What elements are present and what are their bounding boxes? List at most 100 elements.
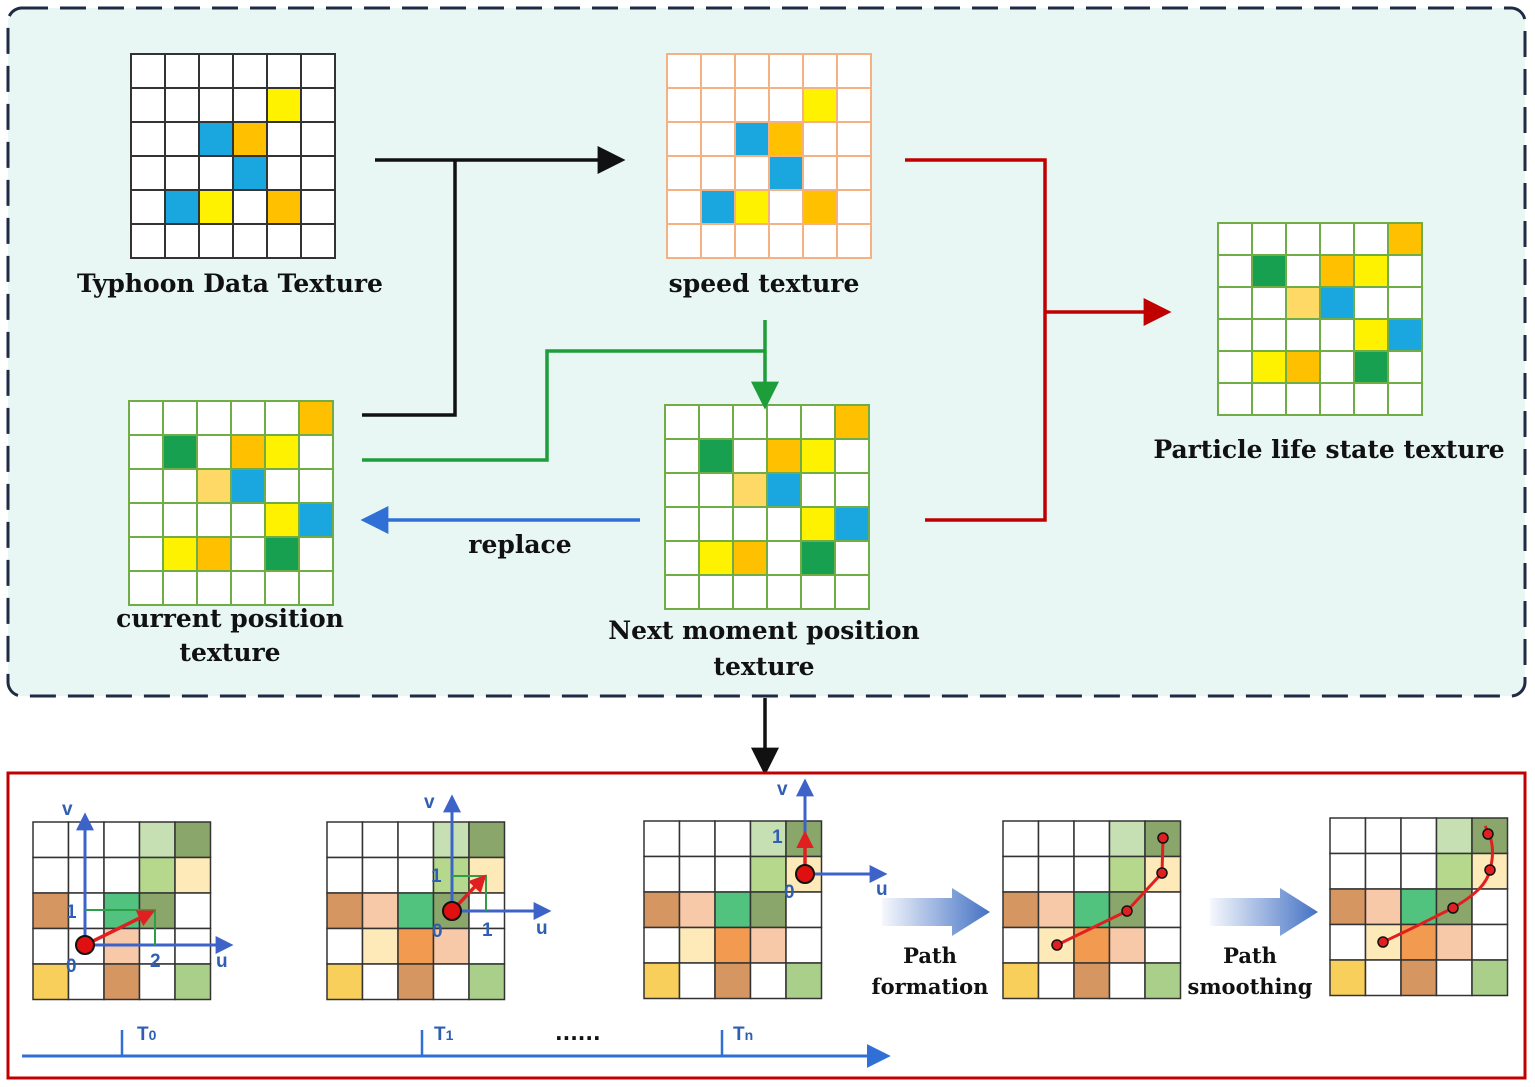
path-formation-label-2: formation: [872, 974, 989, 999]
tn-one: 1: [772, 827, 783, 848]
texture-cell: [130, 189, 166, 225]
texture-cell: [300, 53, 336, 89]
t0-u-label: u: [216, 951, 228, 972]
trajectory-cell: [397, 856, 435, 894]
trajectory-cell: [1364, 888, 1402, 926]
trajectory-cell: [1364, 817, 1402, 855]
texture-cell: [1285, 318, 1321, 352]
texture-cell: [768, 87, 804, 123]
path-formation-arrow: [882, 888, 990, 936]
trajectory-cell: [138, 856, 176, 894]
texture-cell: [128, 570, 164, 606]
trajectory-cell: [1144, 891, 1182, 929]
texture-cell: [732, 404, 768, 440]
texture-cell: [264, 570, 300, 606]
texture-cell: [130, 223, 166, 259]
texture-cell: [1387, 254, 1423, 288]
texture-cell: [264, 536, 300, 572]
replace-label: replace: [468, 530, 571, 559]
trajectory-cell: [174, 856, 212, 894]
t0-v-label: v: [62, 799, 73, 820]
texture-cell: [164, 223, 200, 259]
texture-cell: [232, 87, 268, 123]
path-smoothing-arrow: [1210, 888, 1318, 936]
trajectory-cell: [1329, 888, 1367, 926]
trajectory-cell: [361, 856, 399, 894]
speed-texture-grid: [666, 53, 872, 259]
current-to-speed-connector: [362, 160, 457, 417]
trajectory-cell: [397, 963, 435, 1001]
texture-cell: [666, 155, 702, 191]
texture-cell: [766, 472, 802, 508]
texture-cell: [1251, 318, 1287, 352]
trajectory-cell: [1471, 959, 1509, 997]
texture-cell: [300, 223, 336, 259]
texture-cell: [700, 155, 736, 191]
texture-cell: [768, 189, 804, 225]
texture-cell: [266, 155, 302, 191]
texture-cell: [1251, 286, 1287, 320]
texture-cell: [802, 87, 838, 123]
timeline: T0 T1 Tn ......: [22, 1021, 891, 1068]
trajectory-cell: [397, 892, 435, 930]
texture-cell: [196, 570, 232, 606]
speed-to-particle-connector: [905, 158, 1047, 522]
trajectory-cell: [397, 821, 435, 859]
trajectory-cell: [174, 892, 212, 930]
trajectory-cell: [1002, 891, 1040, 929]
trajectory-cell: [32, 892, 70, 930]
texture-cell: [198, 155, 234, 191]
trajectory-cell: [643, 855, 681, 893]
texture-cell: [198, 189, 234, 225]
trajectory-cell: [1002, 926, 1040, 964]
texture-cell: [698, 472, 734, 508]
texture-cell: [300, 121, 336, 157]
particle-label: Particle life state texture: [1153, 435, 1504, 464]
texture-cell: [164, 155, 200, 191]
current-position-texture-grid: [128, 400, 334, 606]
texture-cell: [700, 53, 736, 89]
texture-cell: [162, 502, 198, 538]
texture-cell: [700, 189, 736, 225]
texture-cell: [128, 502, 164, 538]
texture-cell: [1285, 222, 1321, 256]
t0-one: 1: [66, 902, 77, 923]
texture-cell: [264, 502, 300, 538]
t1-one-u: 1: [482, 920, 493, 941]
trajectory-cell: [1435, 817, 1473, 855]
texture-cell: [836, 87, 872, 123]
trajectory-cell: [1002, 962, 1040, 1000]
texture-cell: [130, 121, 166, 157]
texture-cell: [1251, 382, 1287, 416]
trajectory-cell: [174, 963, 212, 1001]
formed-path: [1051, 832, 1169, 951]
trajectory-cell: [1329, 817, 1367, 855]
t1-label: T1: [434, 1024, 454, 1045]
texture-cell: [196, 400, 232, 436]
trajectory-cell: [1329, 959, 1367, 997]
trajectory-cell: [1144, 926, 1182, 964]
trajectory-cell: [1435, 852, 1473, 890]
texture-cell: [800, 404, 836, 440]
t0-two: 2: [150, 951, 161, 972]
trajectory-cell: [1037, 962, 1075, 1000]
texture-cell: [666, 189, 702, 225]
texture-cell: [162, 400, 198, 436]
trajectory-cell: [749, 962, 787, 1000]
trajectory-cell: [1400, 959, 1438, 997]
typhoon-label: Typhoon Data Texture: [77, 269, 383, 298]
texture-cell: [128, 434, 164, 470]
trajectory-cell: [1002, 820, 1040, 858]
trajectory-cell: [785, 962, 823, 1000]
tn-sub: n: [745, 1027, 754, 1043]
texture-cell: [666, 121, 702, 157]
texture-cell: [232, 121, 268, 157]
path-formation-label-1: Path: [903, 943, 957, 968]
trajectory-cell: [749, 891, 787, 929]
texture-cell: [230, 468, 266, 504]
texture-cell: [834, 404, 870, 440]
trajectory-cell: [678, 855, 716, 893]
trajectory-cell: [1037, 891, 1075, 929]
texture-cell: [1353, 318, 1389, 352]
texture-cell: [196, 536, 232, 572]
